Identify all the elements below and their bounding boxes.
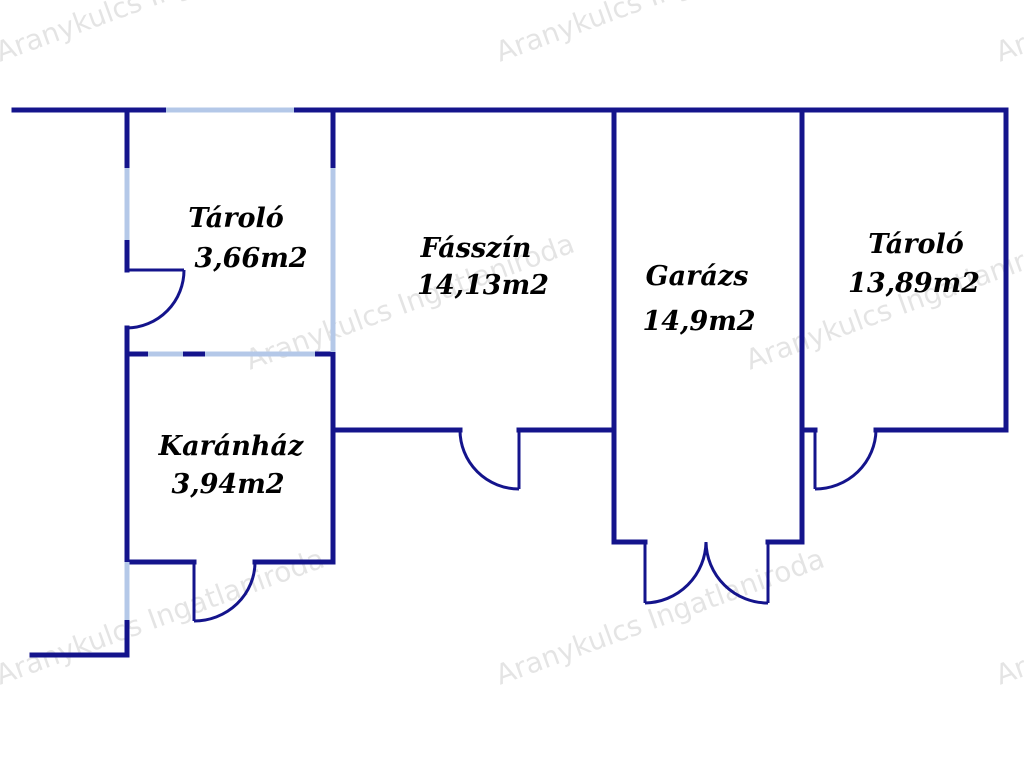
door-small-storage	[126, 268, 186, 330]
room-area-storage-right: 13,89m2	[848, 268, 980, 299]
watermark: Aranykulcs Ingatlaniroda	[991, 542, 1024, 692]
door-woodshed	[458, 429, 521, 491]
walls	[11, 107, 1009, 658]
room-name-woodshed: Fásszín	[420, 233, 532, 264]
room-name-garage: Garázs	[646, 261, 749, 292]
room-area-garage: 14,9m2	[642, 306, 755, 337]
room-area-woodshed: 14,13m2	[417, 270, 549, 301]
room-name-greenhouse: Karánház	[158, 431, 304, 462]
windows	[124, 107, 336, 620]
watermark: Aranykulcs Ingatlaniroda	[491, 542, 829, 692]
room-name-small-storage: Tároló	[188, 203, 284, 234]
doors	[126, 268, 878, 623]
room-labels: Tároló 3,66m2 Fásszín 14,13m2 Garázs 14,…	[158, 203, 980, 500]
watermark: Aranykulcs Ingatlaniroda	[0, 0, 329, 69]
watermark: Aranykulcs Ingatlaniroda	[991, 0, 1024, 69]
watermark: Aranykulcs Ingatlaniroda	[491, 0, 829, 69]
door-garage	[643, 541, 770, 605]
room-name-storage-right: Tároló	[868, 229, 964, 260]
door-storage-right	[813, 429, 878, 491]
watermarks: Aranykulcs Ingatlaniroda Aranykulcs Inga…	[0, 0, 1024, 692]
room-area-small-storage: 3,66m2	[194, 243, 307, 274]
door-greenhouse	[192, 561, 257, 623]
room-area-greenhouse: 3,94m2	[171, 469, 284, 500]
